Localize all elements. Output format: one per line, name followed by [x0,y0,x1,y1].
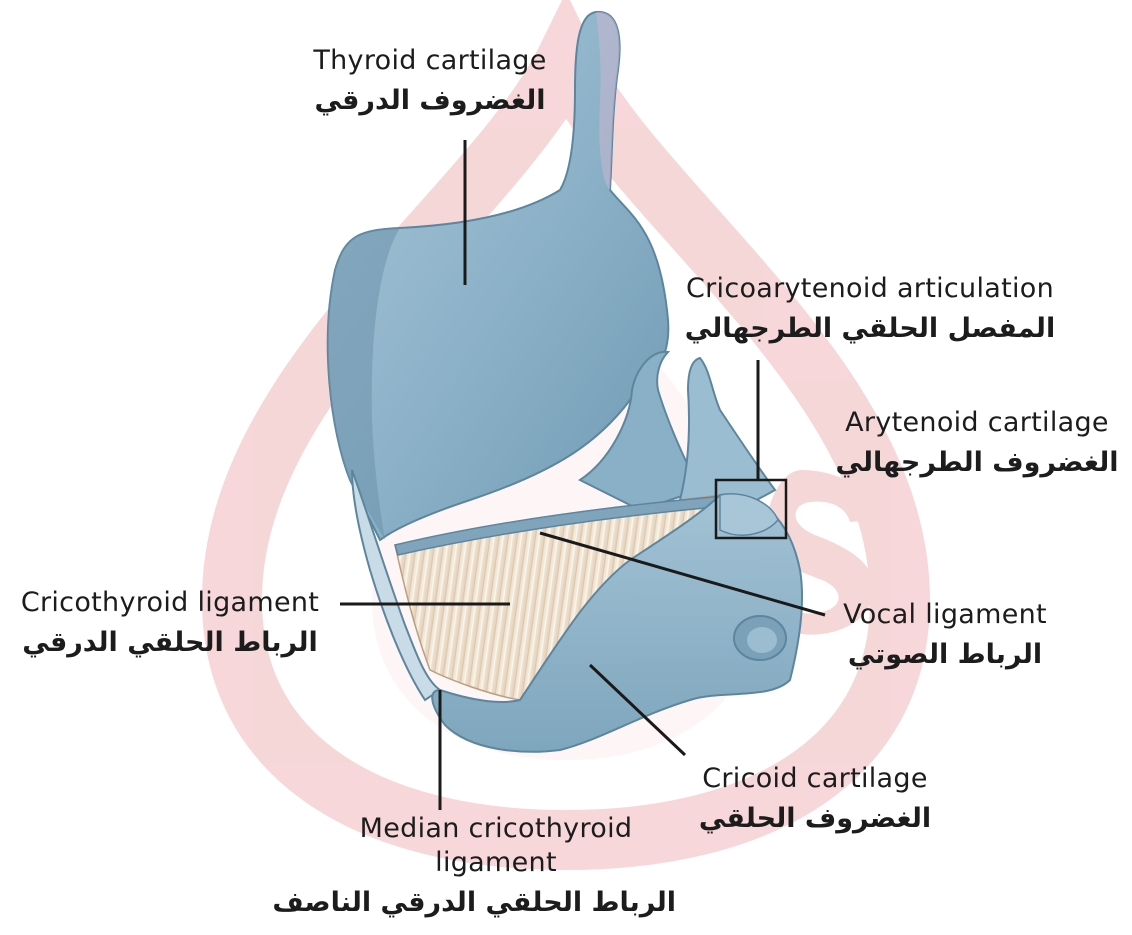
label-vocal-lig-ar: الرباط الصوتي [820,638,1070,672]
label-cricothyroid-lig-en: Cricothyroid ligament [0,586,340,620]
label-cricoid-en: Cricoid cartilage [680,762,950,796]
label-vocal-lig-en: Vocal ligament [820,598,1070,632]
label-arytenoid-en: Arytenoid cartilage [822,406,1132,440]
label-median-en-line1: Median cricothyroid [316,812,676,846]
label-thyroid-cartilage: Thyroid cartilage الغضروف الدرقي [290,44,570,118]
label-cricoid-ar: الغضروف الحلقي [680,802,950,836]
label-cricothyroid-lig-ar: الرباط الحلقي الدرقي [0,626,340,660]
label-median-cricothyroid-ligament: Median cricothyroid ligament الرباط الحل… [316,812,676,919]
label-median-en-line2: ligament [316,846,676,880]
label-cricoarytenoid-articulation: Cricoarytenoid articulation المفصل الحلق… [660,272,1080,346]
label-arytenoid-cartilage: Arytenoid cartilage الغضروف الطرجهالي [822,406,1132,480]
label-cricoarytenoid-ar: المفصل الحلقي الطرجهالي [660,312,1080,346]
label-cricoid-cartilage: Cricoid cartilage الغضروف الحلقي [680,762,950,836]
label-arytenoid-ar: الغضروف الطرجهالي [822,446,1132,480]
label-thyroid-en: Thyroid cartilage [290,44,570,78]
label-thyroid-ar: الغضروف الدرقي [290,84,570,118]
label-cricoarytenoid-en: Cricoarytenoid articulation [660,272,1080,306]
label-vocal-ligament: Vocal ligament الرباط الصوتي [820,598,1070,672]
label-cricothyroid-ligament: Cricothyroid ligament الرباط الحلقي الدر… [0,586,340,660]
label-median-ar: الرباط الحلقي الدرقي الناصف [316,886,676,920]
